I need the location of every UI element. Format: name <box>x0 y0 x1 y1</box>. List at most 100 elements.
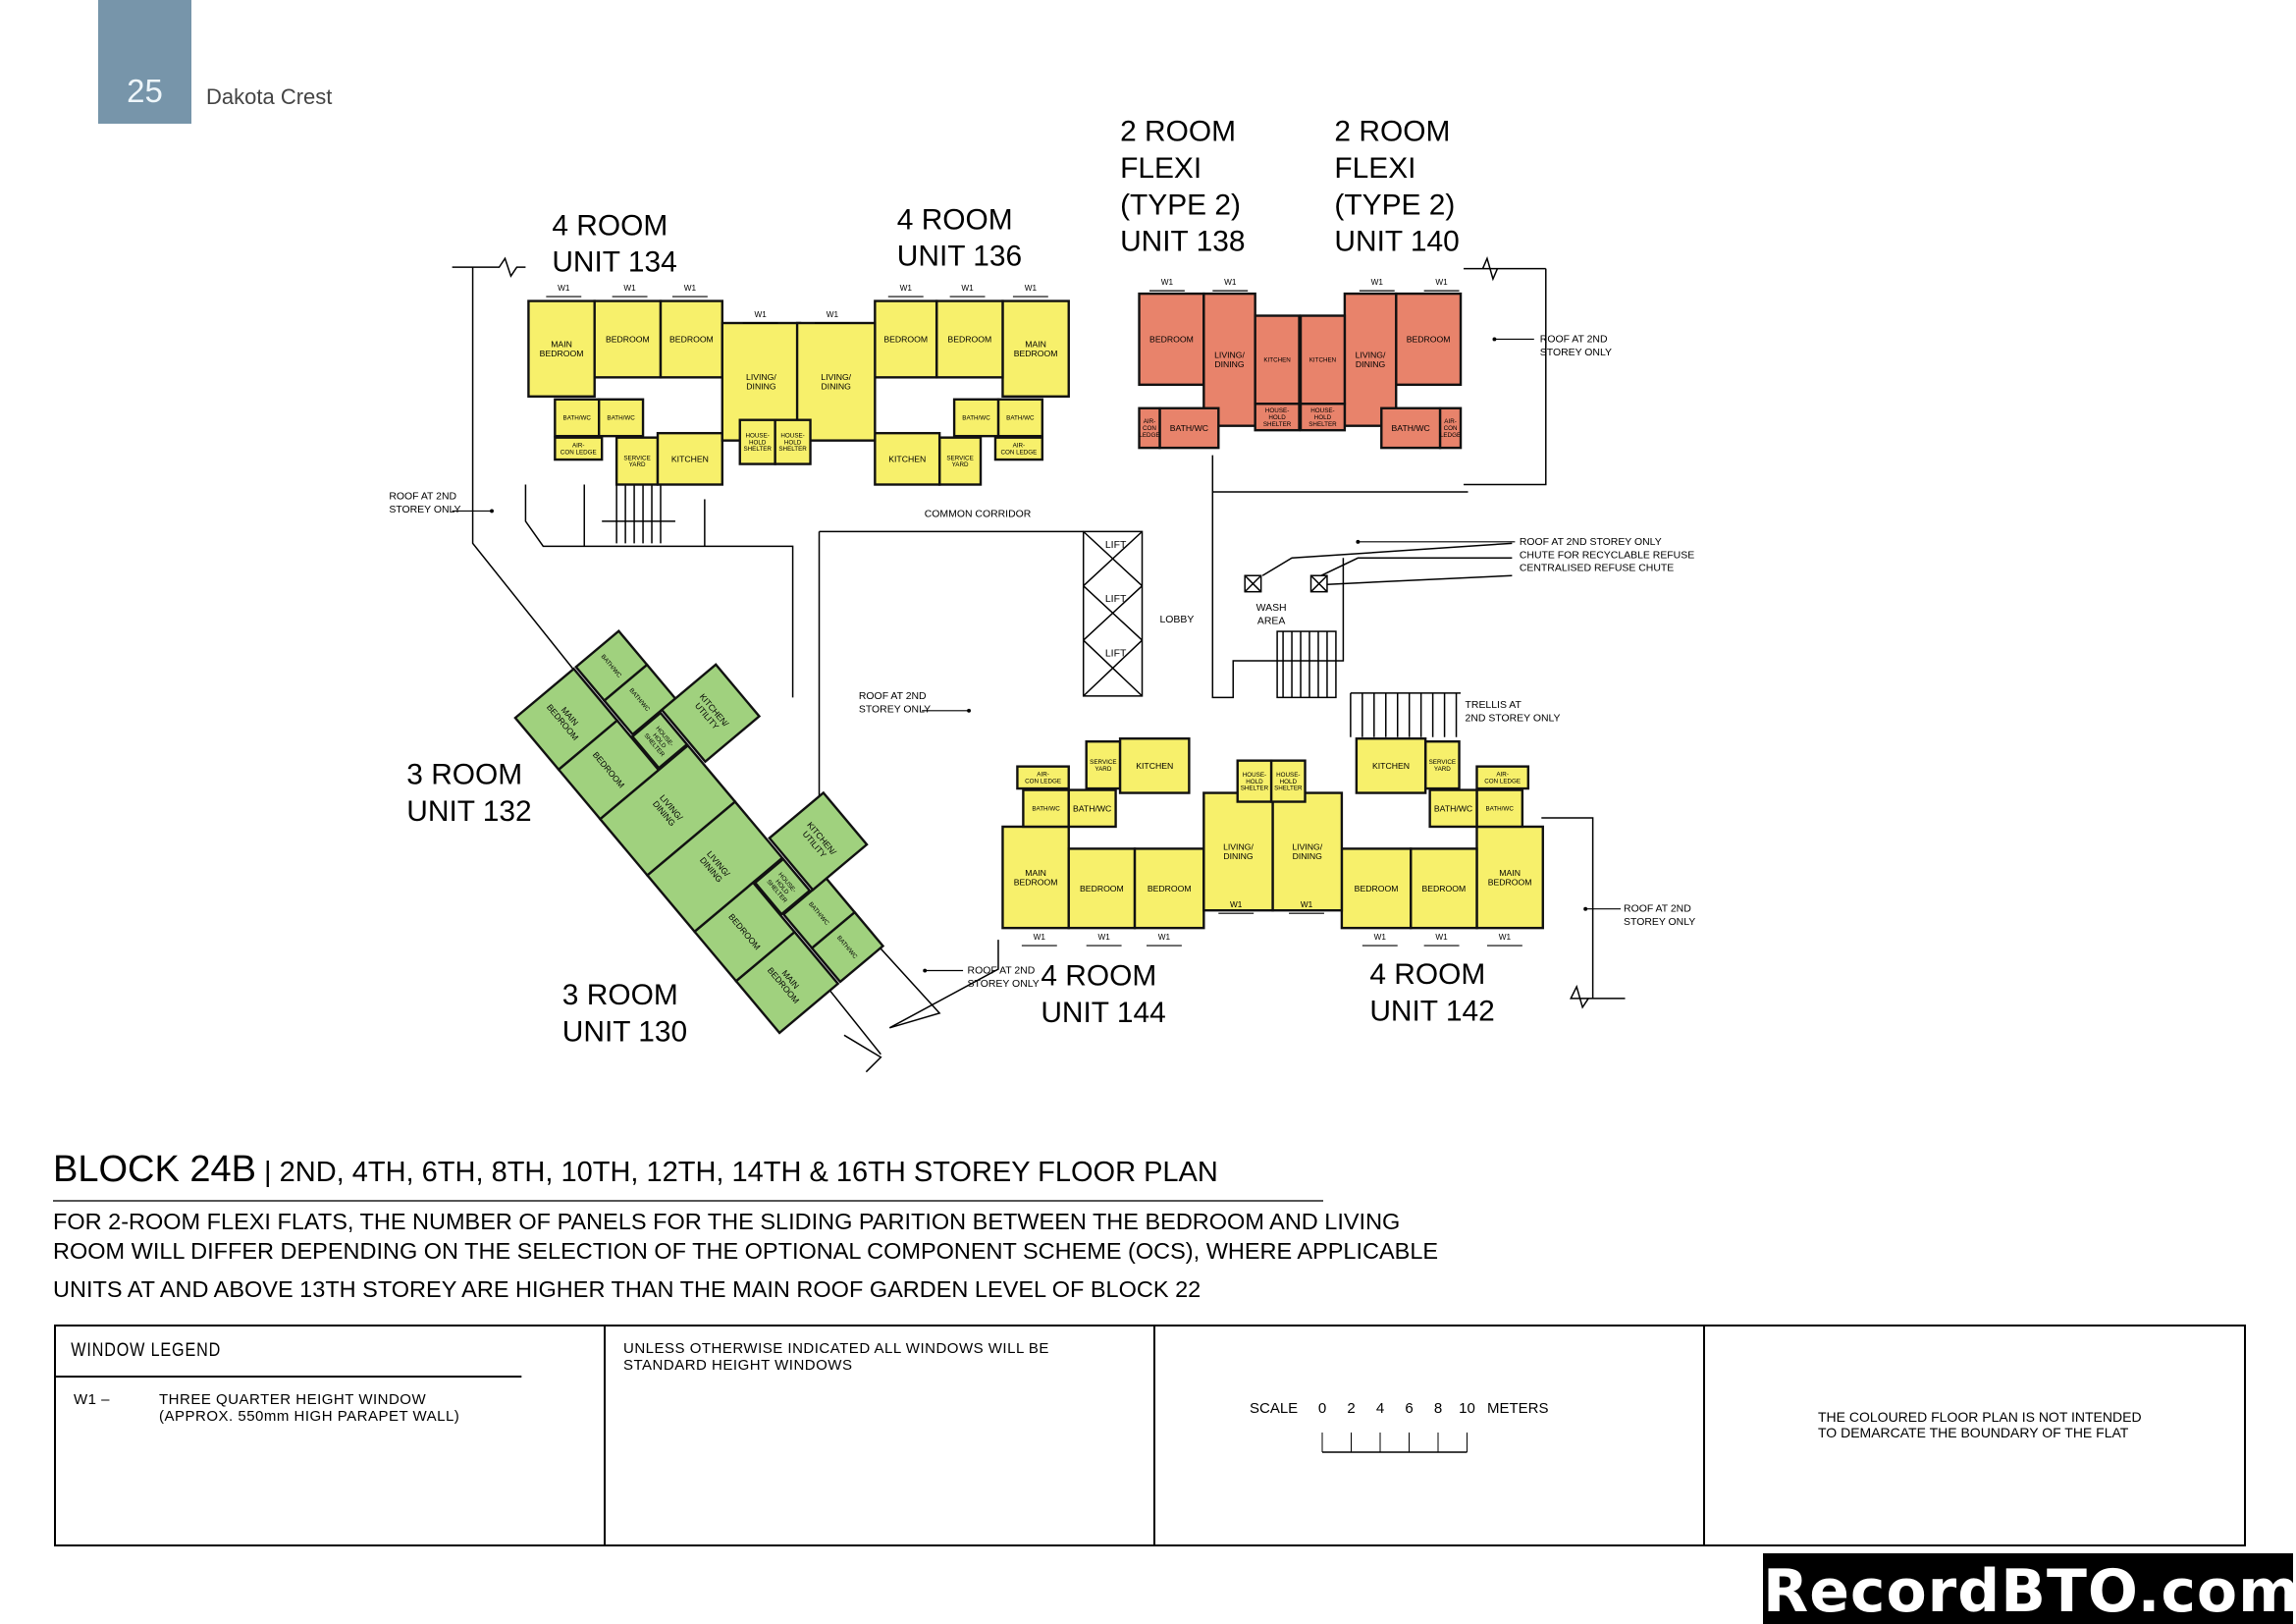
window-label-w1: W1 <box>623 284 636 293</box>
room-area <box>874 431 941 486</box>
room-label: BEDROOM <box>1148 884 1192 893</box>
room-bedroom: BEDROOM <box>1395 292 1463 387</box>
room-area <box>1254 403 1301 432</box>
window-label-w1: W1 <box>1034 933 1046 942</box>
room-label: BEDROOM <box>1355 884 1399 893</box>
window-label-w1: W1 <box>1371 278 1384 287</box>
site-lines <box>452 255 1626 1073</box>
room-label: BATH/WC <box>1170 423 1208 433</box>
room-label: KITCHEN <box>1136 761 1173 771</box>
window-legend-cell: WINDOW LEGEND W1 – THREE QUARTER HEIGHT … <box>54 1325 606 1546</box>
room-area <box>1202 791 1274 912</box>
note-line-1: FOR 2-ROOM FLEXI FLATS, THE NUMBER OF PA… <box>53 1209 1401 1234</box>
title-underline <box>53 1200 1323 1202</box>
window-legend-heading: WINDOW LEGEND <box>56 1326 522 1378</box>
room-label: BEDROOM <box>1407 334 1451 344</box>
room-area <box>952 398 1000 438</box>
scale-tick-label: 4 <box>1376 1400 1384 1417</box>
room-area <box>993 436 1044 461</box>
room-bath-wc: BATH/WC <box>1380 406 1442 450</box>
page-number-box: 25 <box>98 0 191 124</box>
room-area <box>1340 847 1413 930</box>
room-label: LIVING/DINING <box>1292 842 1322 862</box>
room-area <box>1299 314 1347 406</box>
room-area <box>781 877 857 950</box>
window-label-w1: W1 <box>1224 278 1237 287</box>
room-label: BATH/WC <box>1434 803 1472 813</box>
room-label: AIR-CON LEDGE <box>1000 443 1037 457</box>
project-name: Dakota Crest <box>206 84 333 109</box>
room-area <box>1118 737 1191 794</box>
room-living-dining: LIVING/DINING <box>1202 791 1274 912</box>
scale-unit: METERS <box>1487 1400 1549 1417</box>
room-bedroom: BEDROOM <box>593 299 663 379</box>
room-area <box>660 663 762 764</box>
room-label: BATH/WC <box>1392 423 1430 433</box>
window-description-1: THREE QUARTER HEIGHT WINDOW <box>159 1391 427 1408</box>
room-main-bedroom: MAINBEDROOM <box>513 667 619 772</box>
room-label: AIR-CON LEDGE <box>1484 772 1521 785</box>
room-bedroom: BEDROOM <box>934 299 1004 379</box>
storey-subtitle: | 2ND, 4TH, 6TH, 8TH, 10TH, 12TH, 14TH &… <box>256 1157 1218 1188</box>
room-label: KITCHEN <box>888 454 926 463</box>
room-area <box>1138 292 1205 387</box>
room-area <box>527 299 596 398</box>
window-standard-cell: UNLESS OTHERWISE INDICATED ALL WINDOWS W… <box>604 1325 1155 1546</box>
scale-tick-label: 0 <box>1318 1400 1326 1417</box>
room-area <box>1475 765 1530 790</box>
window-description-2: (APPROX. 550mm HIGH PARAPET WALL) <box>159 1408 460 1425</box>
room-area <box>1133 847 1205 930</box>
scale-tick-label: 2 <box>1347 1400 1355 1417</box>
room-bath-wc: BATH/WC <box>602 663 677 736</box>
room-bath-wc: BATH/WC <box>996 398 1044 438</box>
annotation-lift: LIFT <box>1105 648 1127 659</box>
room-area <box>1236 759 1273 803</box>
room-kitchen-utility: KITCHEN/UTILITY <box>660 663 762 764</box>
room-label: BATH/WC <box>1485 805 1514 812</box>
room-house-hold-shelter: HOUSE-HOLDSHELTER <box>753 857 812 916</box>
room-house-hold-shelter: HOUSE-HOLDSHELTER <box>630 711 689 770</box>
room-label: BEDROOM <box>883 334 928 344</box>
room-bath-wc: BATH/WC <box>574 629 649 703</box>
note-line-3: UNITS AT AND ABOVE 13TH STOREY ARE HIGHE… <box>53 1276 1201 1302</box>
room-bedroom: BEDROOM <box>1340 847 1413 930</box>
room-bath-wc: BATH/WC <box>952 398 1000 438</box>
window-label-w1: W1 <box>1499 933 1512 942</box>
room-label: BATH/WC <box>1073 803 1111 813</box>
room-air-con-ledge: AIR-CON LEDGE <box>993 436 1044 461</box>
room-living-dining: LIVING/DINING <box>645 799 784 934</box>
window-label-w1: W1 <box>1435 933 1448 942</box>
room-area <box>1355 737 1427 794</box>
room-kitchen: KITCHEN <box>1355 737 1427 794</box>
room-label: LIVING/DINING <box>1356 351 1386 370</box>
window-label-w1: W1 <box>1158 933 1171 942</box>
scale-tick-label: 8 <box>1434 1400 1442 1417</box>
window-label-w1: W1 <box>827 310 839 319</box>
